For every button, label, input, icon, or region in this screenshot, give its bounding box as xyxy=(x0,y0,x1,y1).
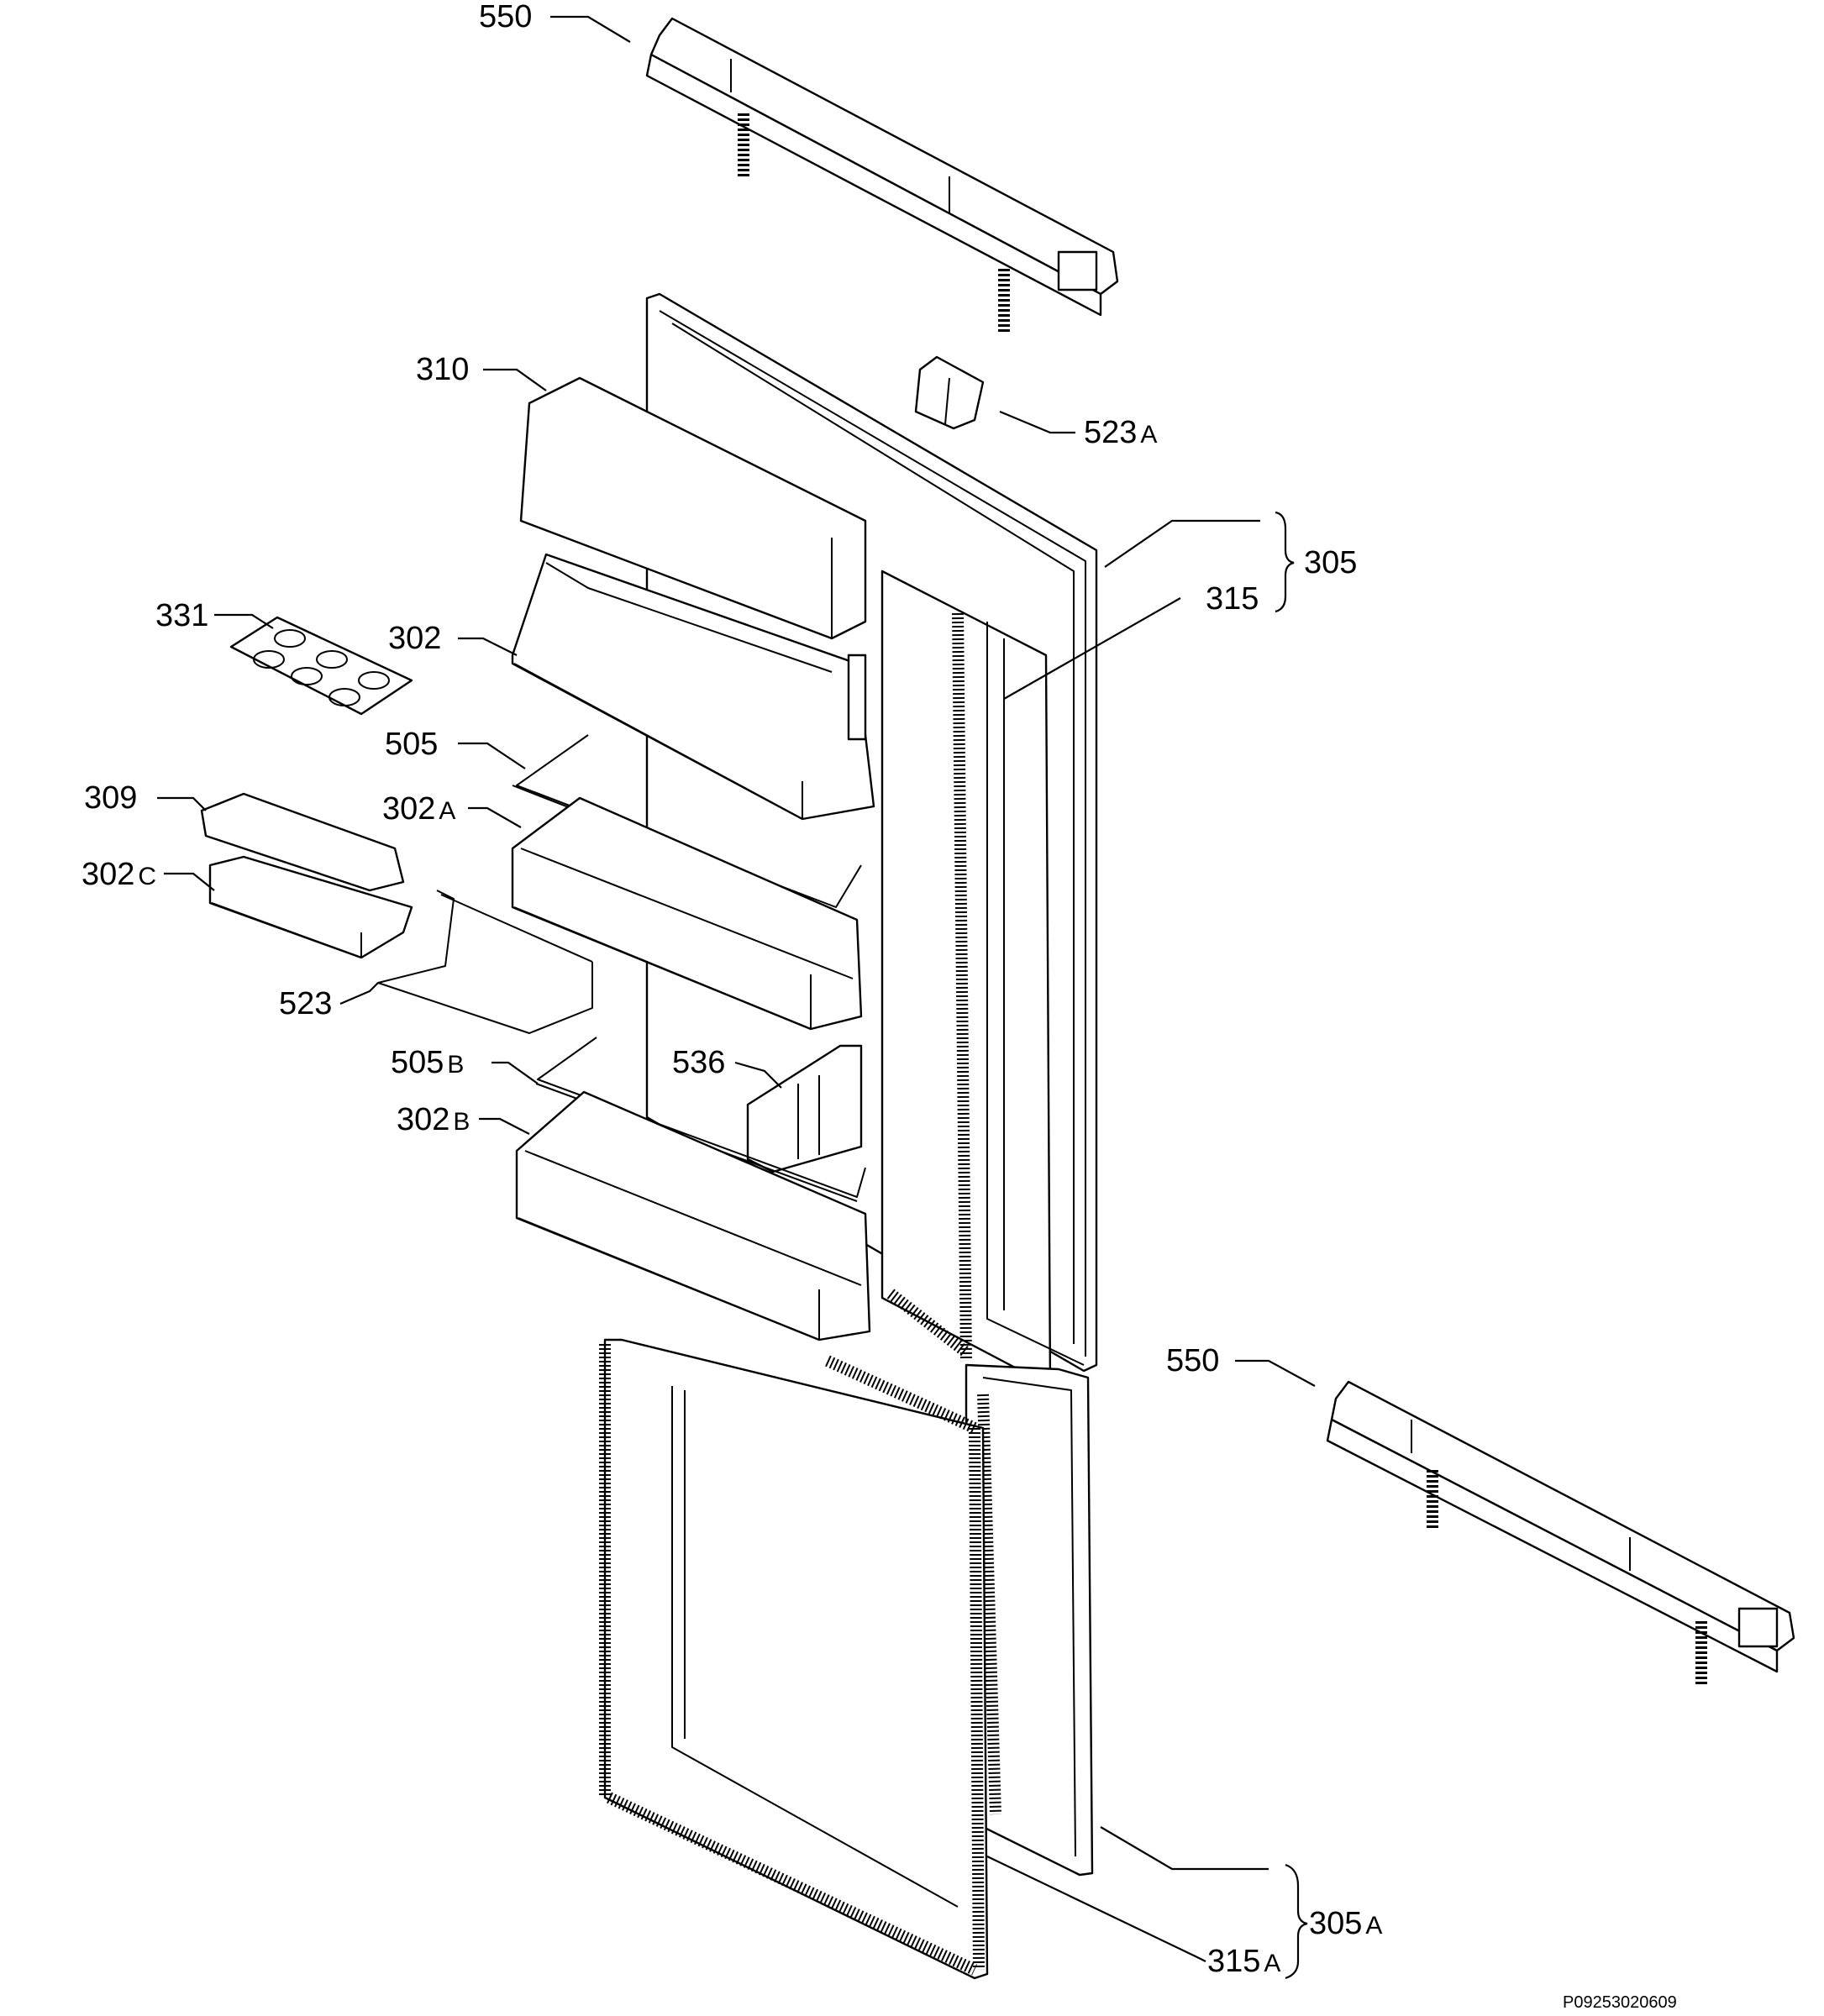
label-536: 536 xyxy=(672,1045,725,1080)
label-331: 331 xyxy=(155,598,208,633)
top-hinge-bracket xyxy=(645,17,1119,332)
egg-tray xyxy=(229,616,413,716)
label-302: 302 xyxy=(388,621,441,656)
bottle-divider xyxy=(746,1044,863,1173)
label-309: 309 xyxy=(84,780,137,816)
leader-lines xyxy=(157,15,1316,1962)
door-shelf-302a xyxy=(511,796,863,1031)
label-550-top: 550 xyxy=(479,0,532,34)
dairy-compartment-lid xyxy=(519,376,867,640)
label-550-bottom: 550 xyxy=(1166,1343,1219,1378)
dairy-shelf xyxy=(511,553,875,821)
covered-container-tray xyxy=(208,855,413,959)
drawing-code: P09253020609 xyxy=(1563,1993,1677,2012)
door-shelf-302b xyxy=(515,1090,871,1341)
door-clip xyxy=(914,355,985,430)
label-305: 305 xyxy=(1304,545,1357,580)
label-315: 315 xyxy=(1206,581,1259,617)
lower-door xyxy=(599,1338,1094,1980)
bottom-hinge-bracket xyxy=(1326,1380,1795,1684)
brace-305a xyxy=(1285,1863,1308,1980)
label-310: 310 xyxy=(416,352,469,387)
label-505: 505 xyxy=(385,727,438,762)
brace-305 xyxy=(1275,511,1295,613)
covered-container-lid xyxy=(200,792,405,892)
label-523: 523 xyxy=(279,986,332,1021)
